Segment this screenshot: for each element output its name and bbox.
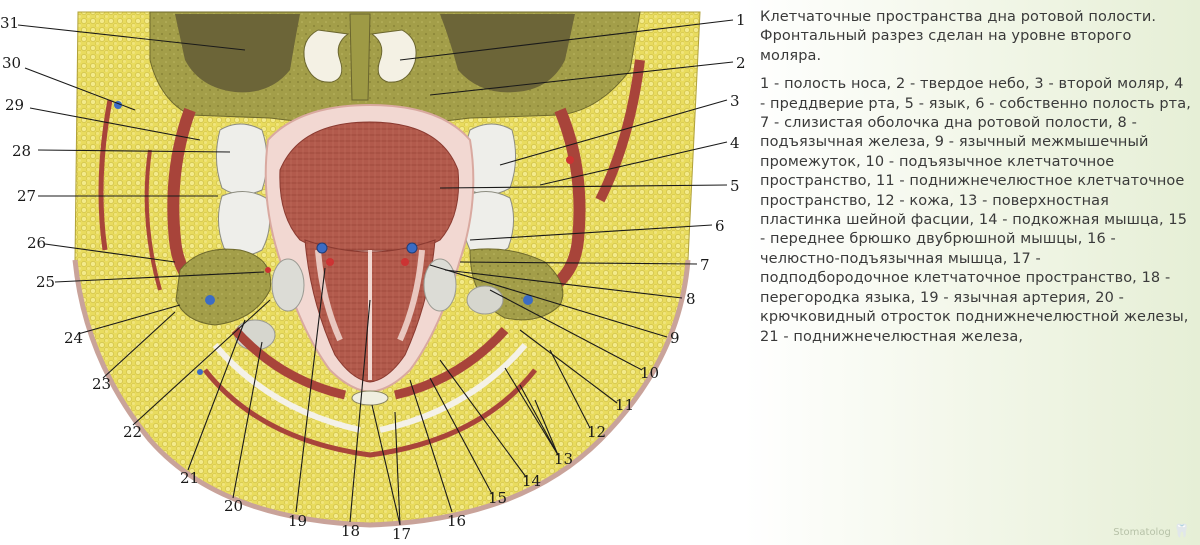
label-5: 5 <box>730 177 740 195</box>
label-2: 2 <box>736 54 745 72</box>
label-28: 28 <box>12 142 31 160</box>
label-26: 26 <box>27 234 46 252</box>
caption-title: Клетчаточные пространства дна ротовой по… <box>760 9 1157 64</box>
label-10: 10 <box>640 364 659 382</box>
number-labels: 1 2 3 4 5 6 7 8 9 10 11 12 13 14 15 16 1… <box>0 11 745 543</box>
label-4: 4 <box>730 134 740 152</box>
tongue <box>279 121 460 383</box>
label-13: 13 <box>554 450 573 468</box>
label-30: 30 <box>2 54 21 72</box>
label-15: 15 <box>488 489 507 507</box>
label-29: 29 <box>5 96 24 114</box>
label-7: 7 <box>700 256 710 274</box>
tooth-icon: 🦷 <box>1173 524 1190 539</box>
figure-caption: Клетчаточные пространства дна ротовой по… <box>760 8 1192 356</box>
label-18: 18 <box>341 522 360 540</box>
label-11: 11 <box>615 396 634 414</box>
label-21: 21 <box>180 469 199 487</box>
floor-muscles <box>203 326 537 458</box>
label-14: 14 <box>522 472 541 490</box>
glands <box>234 258 504 351</box>
label-25: 25 <box>36 273 55 291</box>
teeth <box>216 123 516 256</box>
label-17: 17 <box>392 525 411 543</box>
nasal-cavity <box>175 13 575 101</box>
watermark-text: Stomatolog <box>1113 527 1171 538</box>
label-31: 31 <box>0 14 19 32</box>
caption-legend: 1 - полость носа, 2 - твердое небо, 3 - … <box>760 76 1191 345</box>
label-24: 24 <box>64 329 83 347</box>
vessels <box>114 101 574 375</box>
label-22: 22 <box>123 423 142 441</box>
label-19: 19 <box>288 512 307 530</box>
label-8: 8 <box>686 290 696 308</box>
label-9: 9 <box>670 329 680 347</box>
label-16: 16 <box>447 512 466 530</box>
label-23: 23 <box>92 375 111 393</box>
label-1: 1 <box>736 11 745 29</box>
label-27: 27 <box>17 187 36 205</box>
label-12: 12 <box>587 423 606 441</box>
watermark: Stomatolog🦷 <box>1113 524 1190 539</box>
label-20: 20 <box>224 497 243 515</box>
anatomy-figure: 1 2 3 4 5 6 7 8 9 10 11 12 13 14 15 16 1… <box>0 11 745 543</box>
leader-lines <box>17 19 734 526</box>
label-3: 3 <box>730 92 740 110</box>
label-6: 6 <box>715 217 725 235</box>
